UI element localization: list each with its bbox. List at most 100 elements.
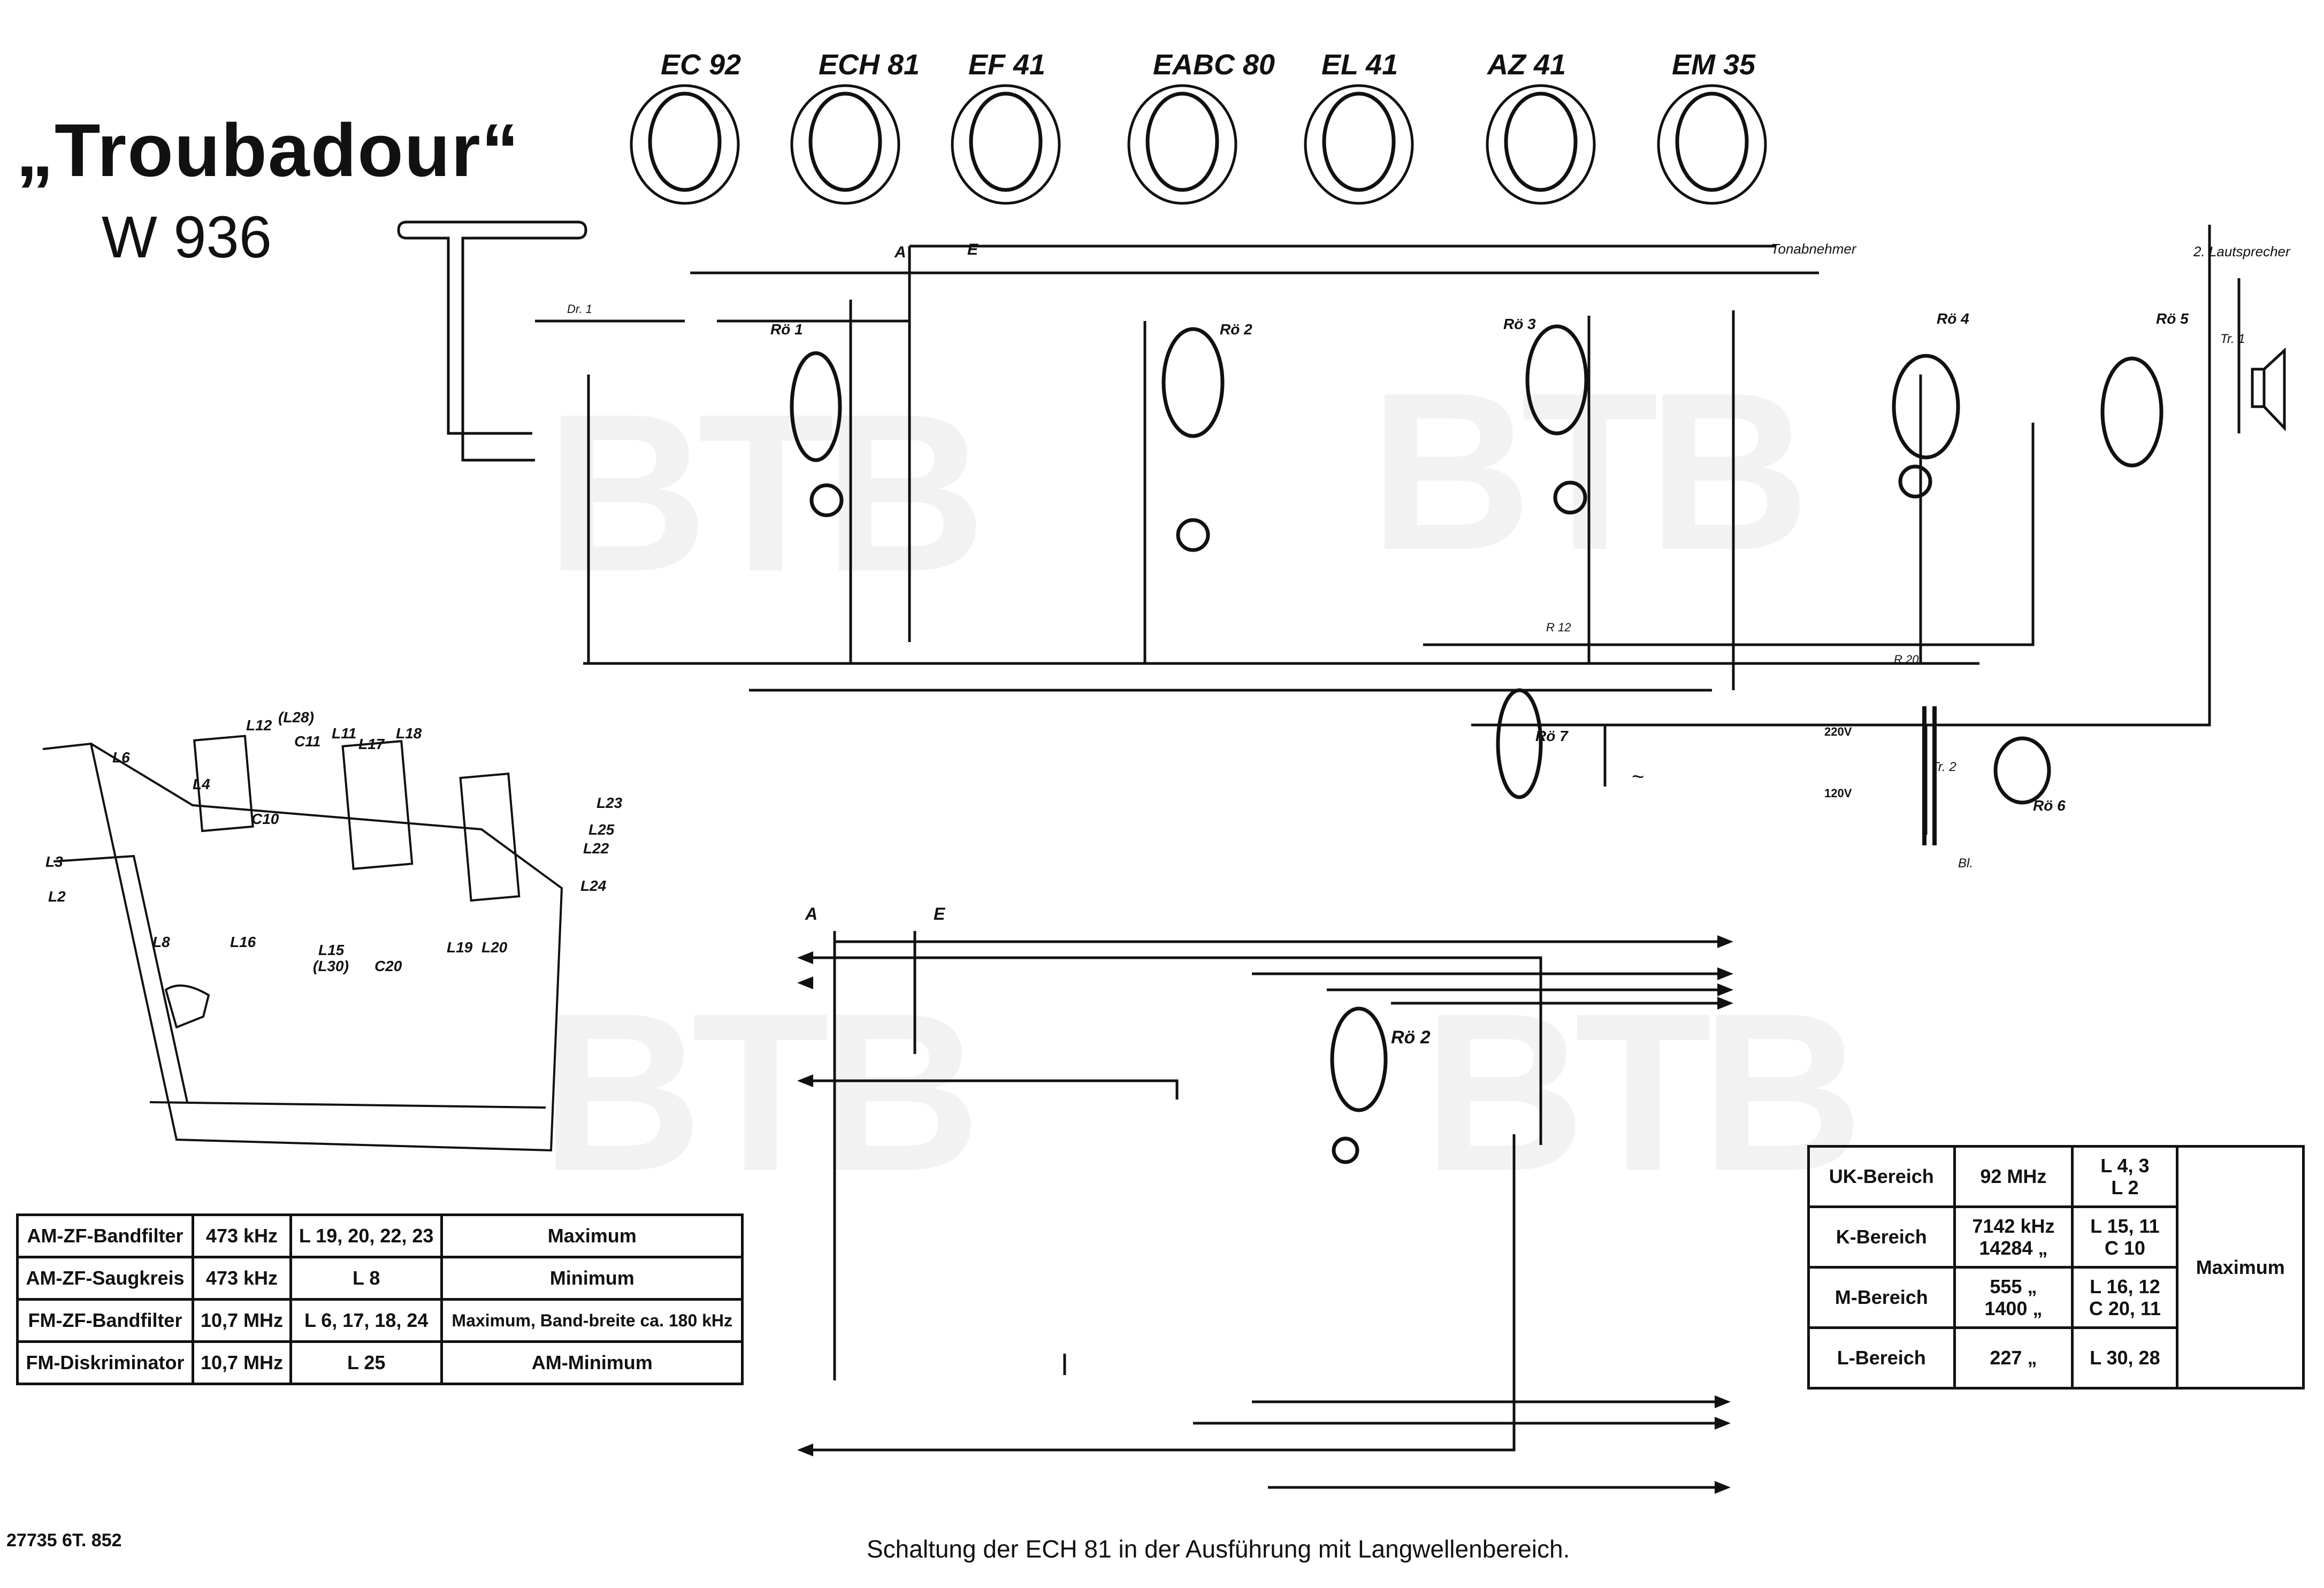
table-cell: Maximum <box>440 1213 744 1258</box>
figure-caption: Schaltung der ECH 81 in der Ausführung m… <box>867 1535 1570 1563</box>
chassis-label-c11: C11 <box>294 733 321 750</box>
table-cell: AM-ZF-Saugkreis <box>16 1256 194 1301</box>
table-cell: L 19, 20, 22, 23 <box>289 1213 444 1258</box>
ro1-label: Rö 1 <box>770 321 803 338</box>
document-code: 27735 6T. 852 <box>6 1530 122 1551</box>
chassis-label-l22: L22 <box>583 840 609 857</box>
chassis-label-l11: L11 <box>332 725 357 742</box>
tube-label-ef41: EF 41 <box>968 49 1046 81</box>
second-speaker-label: 2. Lautsprecher <box>2193 243 2290 259</box>
sub-ro2-label: Rö 2 <box>1391 1027 1431 1048</box>
ro5-label: Rö 5 <box>2156 310 2189 327</box>
socket-ech81 <box>790 84 900 205</box>
socket-ef41 <box>951 84 1061 205</box>
tube-socket-diagrams <box>630 84 1767 205</box>
table-cell: AM-Minimum <box>440 1340 744 1385</box>
sub-schematic-bus <box>802 931 1728 1489</box>
chassis-label-l25: L25 <box>588 821 615 838</box>
table-cell: K-Bereich <box>1807 1205 1956 1269</box>
mains-220v-label: 220V <box>1824 725 1852 738</box>
chassis-label-l24: L24 <box>580 877 607 894</box>
lamp-label: Bl. <box>1958 856 1974 871</box>
choke-dr1-label: Dr. 1 <box>567 302 592 316</box>
sub-earth-label: E <box>934 904 945 923</box>
sub-antenna-label: A <box>805 904 818 923</box>
table-cell: 92 MHz <box>1953 1145 2074 1208</box>
watermark: BTB <box>1423 967 1863 1218</box>
table-cell: 473 kHz <box>192 1256 292 1301</box>
tube-label-ech81: ECH 81 <box>819 49 920 81</box>
tube-label-el41: EL 41 <box>1321 49 1398 81</box>
chassis-drawing <box>42 735 563 1152</box>
table-cell: AM-ZF-Bandfilter <box>16 1213 194 1258</box>
tube-ro6 <box>1993 736 2051 805</box>
tube-sub-ro2 <box>1330 1006 1388 1112</box>
tube-ro5 <box>2100 356 2164 468</box>
socket-em35 <box>1657 84 1767 205</box>
socket-ec92 <box>630 84 740 205</box>
ac-symbol: ~ <box>1632 765 1645 789</box>
ro6-label: Rö 6 <box>2033 797 2066 814</box>
table-cell: L 25 <box>289 1340 444 1385</box>
tube-ro2 <box>1161 327 1225 438</box>
mains-transformer <box>1922 706 1937 845</box>
chassis-label-l6: L6 <box>112 749 130 766</box>
chassis-label-l3: L3 <box>45 853 63 870</box>
table-cell: L 30, 28 <box>2071 1326 2179 1389</box>
watermark: BTB <box>546 368 986 619</box>
chassis-label-l16: L16 <box>230 934 256 950</box>
tube-label-em35: EM 35 <box>1672 49 1756 81</box>
table-cell: 555 „1400 „ <box>1953 1266 2074 1329</box>
mains-120v-label: 120V <box>1824 787 1852 800</box>
chassis-label-l4: L4 <box>193 776 210 792</box>
table-cell: 10,7 MHz <box>192 1298 292 1343</box>
tube-label-eabc80: EABC 80 <box>1153 49 1275 81</box>
table-cell: FM-ZF-Bandfilter <box>16 1298 194 1343</box>
chassis-label-l17: L17 <box>358 736 385 752</box>
tube-ro3 <box>1525 324 1588 436</box>
chassis-label-l23: L23 <box>597 795 623 811</box>
model-number: W 936 <box>102 204 272 270</box>
table-cell: Maximum, Band-breite ca. 180 kHz <box>440 1298 744 1343</box>
dipole-antenna <box>397 220 587 407</box>
tube-ro4 <box>1892 354 1960 460</box>
tube-label-az41: AZ 41 <box>1487 49 1566 81</box>
chassis-label-l30: (L30) <box>313 958 349 974</box>
chassis-label-l28: (L28) <box>278 709 314 726</box>
watermark: BTB <box>540 967 981 1218</box>
table-row: AM-ZF-Bandfilter 473 kHz L 19, 20, 22, 2… <box>16 1213 744 1258</box>
table-cell: Minimum <box>440 1256 744 1301</box>
chassis-label-l18: L18 <box>396 725 422 742</box>
r20-label: R 20 <box>1894 653 1919 666</box>
table-cell: 473 kHz <box>192 1213 292 1258</box>
earth-label: E <box>967 241 978 258</box>
chassis-label-l15: L15 <box>318 942 345 958</box>
table-cell: 10,7 MHz <box>192 1340 292 1385</box>
ro3-label: Rö 3 <box>1503 316 1536 332</box>
chassis-label-c10: C10 <box>251 811 279 827</box>
chassis-label-l2: L2 <box>48 888 66 905</box>
bus-arrow-icons <box>797 935 1733 1494</box>
socket-az41 <box>1486 84 1596 205</box>
ro2-label: Rö 2 <box>1220 321 1252 338</box>
table-row: AM-ZF-Saugkreis 473 kHz L 8 Minimum <box>16 1256 744 1301</box>
alignment-table: AM-ZF-Bandfilter 473 kHz L 19, 20, 22, 2… <box>16 1213 744 1385</box>
table-cell: M-Bereich <box>1807 1266 1956 1329</box>
r12-label: R 12 <box>1546 621 1571 634</box>
ro4-label: Rö 4 <box>1937 310 1969 327</box>
table-cell: FM-Diskriminator <box>16 1340 194 1385</box>
speaker-icon <box>2208 278 2286 433</box>
tr2-label: Tr. 2 <box>1931 760 1956 774</box>
table-row: FM-Diskriminator 10,7 MHz L 25 AM-Minimu… <box>16 1340 744 1385</box>
table-cell: L 8 <box>289 1256 444 1301</box>
tr1-label: Tr. 1 <box>2220 332 2245 346</box>
